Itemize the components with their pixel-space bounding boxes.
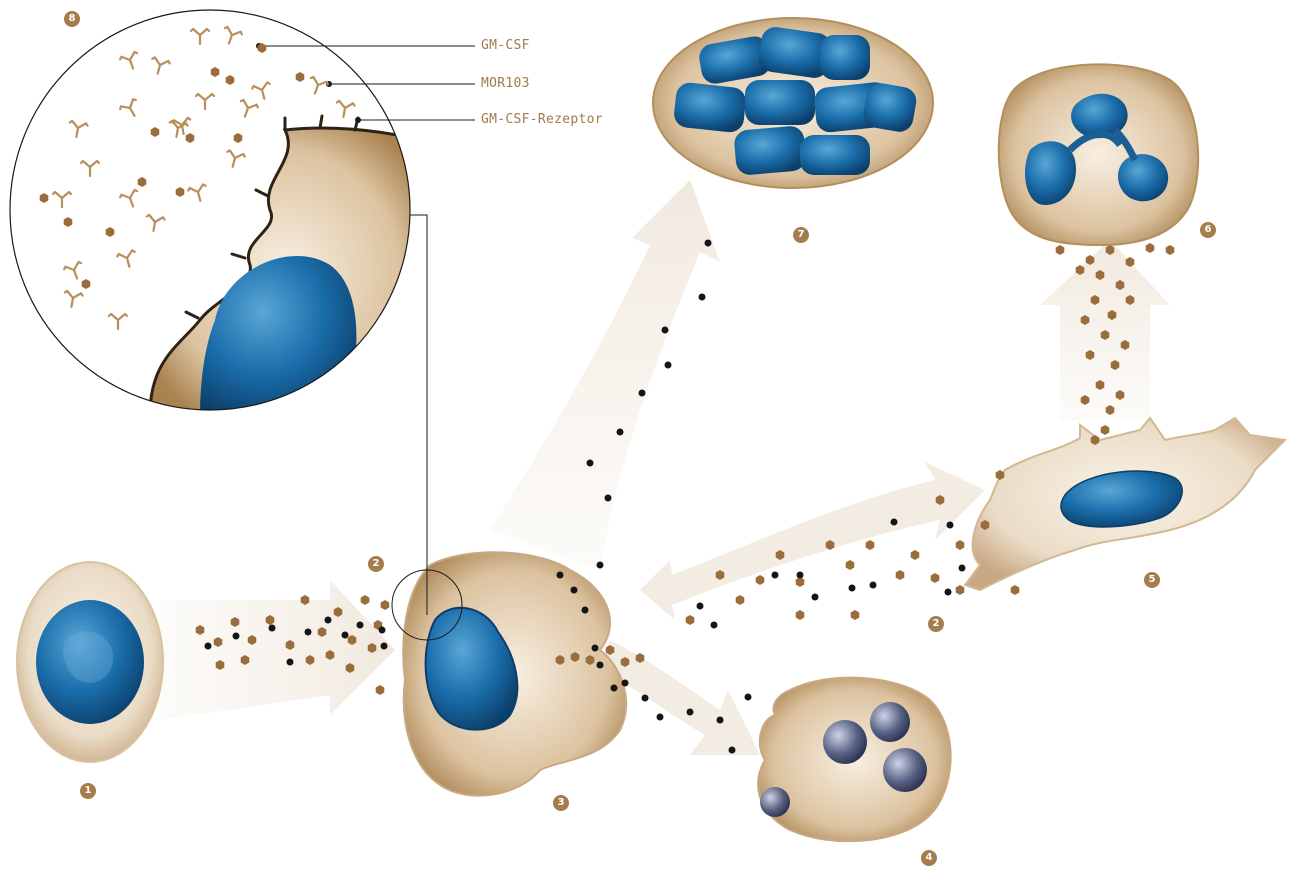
signal-dot <box>729 747 736 754</box>
label-mor103: MOR103 <box>481 76 530 91</box>
signal-dot <box>699 294 706 301</box>
label-gm-csf: GM-CSF <box>481 38 530 53</box>
signal-dot <box>657 714 664 721</box>
signal-dot <box>705 240 712 247</box>
signal-dot <box>233 633 240 640</box>
gm-csf-hexagon-icon <box>796 610 805 620</box>
signal-dot <box>582 607 589 614</box>
cell-6-granulocyte <box>999 64 1198 245</box>
gm-csf-hexagon-icon <box>361 595 370 605</box>
signal-dot <box>717 717 724 724</box>
signal-dot <box>605 495 612 502</box>
gm-csf-hexagon-icon <box>911 550 920 560</box>
cell-4-multinucleated <box>758 678 951 841</box>
arrow-3-to-7 <box>490 180 720 570</box>
gm-csf-hexagon-icon <box>736 595 745 605</box>
gm-csf-hexagon-icon <box>1166 245 1175 255</box>
gm-csf-hexagon-icon <box>756 575 765 585</box>
gm-csf-hexagon-icon <box>381 600 390 610</box>
badge-cell-3: 3 <box>553 795 569 811</box>
signal-dot <box>287 659 294 666</box>
signal-dot <box>711 622 718 629</box>
signal-dot <box>870 582 877 589</box>
signal-dot <box>357 622 364 629</box>
nucleus-lobe <box>1118 154 1168 201</box>
signal-dot <box>772 572 779 579</box>
signal-dot <box>642 695 649 702</box>
signal-dot <box>611 685 618 692</box>
signal-dot <box>587 460 594 467</box>
signal-dot <box>812 594 819 601</box>
signal-dot <box>381 643 388 650</box>
cell-7-macrophage <box>653 18 933 188</box>
signal-dot <box>622 680 629 687</box>
label-gm-csf-rezeptor: GM-CSF-Rezeptor <box>481 112 603 127</box>
signal-dot <box>797 572 804 579</box>
signal-dot <box>557 572 564 579</box>
signal-dot <box>959 565 966 572</box>
badge-cell-1: 1 <box>80 783 96 799</box>
signal-dot <box>325 617 332 624</box>
signal-dot <box>687 709 694 716</box>
signal-dot <box>662 327 669 334</box>
gm-csf-hexagon-icon <box>1146 243 1155 253</box>
gm-csf-hexagon-icon <box>956 540 965 550</box>
gm-csf-hexagon-icon <box>1011 585 1020 595</box>
signal-dot <box>379 627 386 634</box>
badge-cell-6: 6 <box>1200 222 1216 238</box>
signal-dot <box>617 429 624 436</box>
signal-dot <box>945 589 952 596</box>
signal-dot <box>665 362 672 369</box>
gm-csf-hexagon-icon <box>866 540 875 550</box>
badge-cell-7: 7 <box>793 227 809 243</box>
gm-csf-hexagon-icon <box>1056 245 1065 255</box>
gm-csf-hexagon-icon <box>896 570 905 580</box>
gm-csf-hexagon-icon <box>376 685 385 695</box>
gm-csf-hexagon-icon <box>851 610 860 620</box>
signal-dot <box>697 603 704 610</box>
badge-arrow-2-right: 2 <box>928 616 944 632</box>
arrow-1-to-3 <box>160 580 395 720</box>
signal-dot <box>597 662 604 669</box>
gm-csf-hexagon-icon <box>846 560 855 570</box>
gm-csf-hexagon-icon <box>1101 425 1110 435</box>
signal-dot <box>947 522 954 529</box>
signal-dot <box>592 645 599 652</box>
signal-dot <box>597 562 604 569</box>
signal-dot <box>639 390 646 397</box>
signal-dot <box>891 519 898 526</box>
badge-cell-5: 5 <box>1144 572 1160 588</box>
signal-dot <box>305 629 312 636</box>
signal-dot <box>745 694 752 701</box>
badge-zoom-8: 8 <box>64 11 80 27</box>
signal-dot <box>205 643 212 650</box>
signal-dot <box>571 587 578 594</box>
gm-csf-hexagon-icon <box>686 615 695 625</box>
gm-csf-hexagon-icon <box>956 585 965 595</box>
cell-1-precursor <box>17 562 163 762</box>
signal-dot <box>342 632 349 639</box>
cell-5-dendritic <box>965 418 1285 590</box>
signal-dot <box>269 625 276 632</box>
cell-3-myeloid <box>403 552 626 795</box>
badge-arrow-2-left: 2 <box>368 556 384 572</box>
badge-cell-4: 4 <box>921 850 937 866</box>
signal-dot <box>849 585 856 592</box>
gm-csf-hexagon-icon <box>931 573 940 583</box>
